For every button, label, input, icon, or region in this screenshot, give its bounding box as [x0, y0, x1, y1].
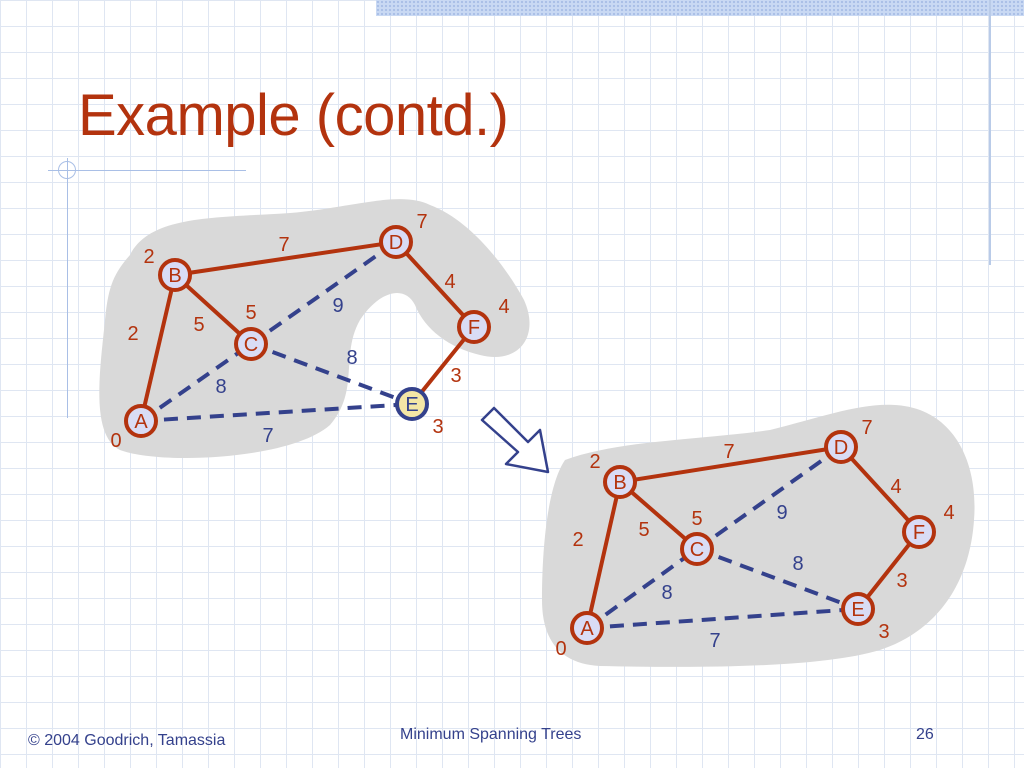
edge-weight-label: 3 — [450, 365, 461, 387]
edge-weight-label: 7 — [723, 441, 734, 463]
node-distance-label: 0 — [555, 638, 566, 660]
edge-weight-label: 4 — [890, 476, 901, 498]
edge-b-c — [173, 273, 253, 346]
node-label: A — [134, 411, 148, 433]
node-circle — [680, 532, 714, 566]
footer-page-number: 26 — [916, 726, 934, 743]
edge-weight-label: 8 — [792, 553, 803, 575]
node-label: A — [580, 618, 594, 640]
node-d: D — [379, 225, 413, 259]
node-distance-label: 2 — [143, 246, 154, 268]
node-label: F — [468, 317, 480, 339]
node-distance-label: 3 — [432, 416, 443, 438]
node-f: F — [457, 310, 491, 344]
node-f: F — [902, 515, 936, 549]
node-label: B — [168, 265, 181, 287]
edge-a-b — [139, 273, 177, 423]
edge-d-f — [839, 445, 921, 534]
edge-c-d — [249, 240, 398, 346]
node-circle — [457, 310, 491, 344]
edge-c-d — [695, 445, 843, 551]
edge-weight-label: 4 — [444, 271, 455, 293]
node-label: E — [851, 599, 864, 621]
slide-title: Example (contd.) — [78, 83, 509, 148]
edge-weight-label: 8 — [215, 376, 226, 398]
node-distance-label: 4 — [498, 296, 509, 318]
graph-before: A B C D E F 2 5 7 4 3 8 9 8 7 0 2 5 7 3 4 — [99, 199, 530, 458]
node-b: B — [603, 465, 637, 499]
node-distance-label: 5 — [691, 508, 702, 530]
node-c: C — [234, 327, 268, 361]
node-label: C — [690, 539, 704, 561]
edge-c-e — [250, 342, 413, 406]
edge-weight-label: 5 — [193, 314, 204, 336]
node-circle — [570, 611, 604, 645]
tree-cloud — [99, 199, 530, 458]
node-distance-label: 0 — [110, 430, 121, 452]
node-circle — [379, 225, 413, 259]
node-circle — [234, 327, 268, 361]
node-circle — [158, 258, 192, 292]
margin-rule — [67, 158, 68, 418]
edge-weight-label: 8 — [346, 347, 357, 369]
right-rule — [989, 0, 991, 265]
node-label: D — [389, 232, 403, 254]
node-label: E — [405, 394, 418, 416]
node-distance-label: 5 — [245, 302, 256, 324]
edge-weight-label: 5 — [638, 519, 649, 541]
edge-weight-label: 3 — [896, 570, 907, 592]
edge-b-d — [173, 240, 398, 277]
node-circle — [841, 592, 875, 626]
node-c: C — [680, 532, 714, 566]
node-distance-label: 7 — [416, 211, 427, 233]
header-band — [376, 0, 1024, 16]
node-distance-label: 4 — [943, 502, 954, 524]
node-d: D — [824, 430, 858, 464]
node-circle — [395, 387, 429, 421]
edge-d-f — [394, 240, 476, 329]
edge-weight-label: 7 — [278, 234, 289, 256]
node-e: E — [395, 387, 429, 421]
edge-weight-label: 8 — [661, 582, 672, 604]
edge-weight-label: 7 — [262, 425, 273, 447]
footer-topic: Minimum Spanning Trees — [400, 726, 582, 743]
node-distance-label: 2 — [589, 451, 600, 473]
node-distance-label: 3 — [878, 621, 889, 643]
node-circle — [124, 404, 158, 438]
edge-weight-label: 9 — [332, 295, 343, 317]
edge-weight-label: 2 — [572, 529, 583, 551]
title-rule — [48, 170, 246, 171]
edge-b-c — [618, 480, 699, 551]
node-e: E — [841, 592, 875, 626]
edge-weight-label: 2 — [127, 323, 138, 345]
node-label: B — [613, 472, 626, 494]
node-label: F — [913, 522, 925, 544]
hollow-arrow-icon — [480, 406, 550, 474]
edge-c-e — [696, 547, 859, 611]
node-a: A — [124, 404, 158, 438]
edge-weight-label: 7 — [709, 630, 720, 652]
footer-copyright: © 2004 Goodrich, Tamassia — [28, 732, 226, 749]
node-label: C — [244, 334, 258, 356]
node-label: D — [834, 437, 848, 459]
node-circle — [824, 430, 858, 464]
edge-b-d — [618, 445, 843, 484]
node-distance-label: 7 — [861, 417, 872, 439]
edge-weight-label: 9 — [776, 502, 787, 524]
title-ring-icon — [58, 161, 76, 179]
node-a: A — [570, 611, 604, 645]
graph-after: A B C D E F 2 5 7 4 3 8 9 8 7 0 2 5 7 3 4 — [542, 404, 975, 667]
node-b: B — [158, 258, 192, 292]
node-circle — [902, 515, 936, 549]
node-circle — [603, 465, 637, 499]
edge-a-b — [585, 480, 622, 630]
